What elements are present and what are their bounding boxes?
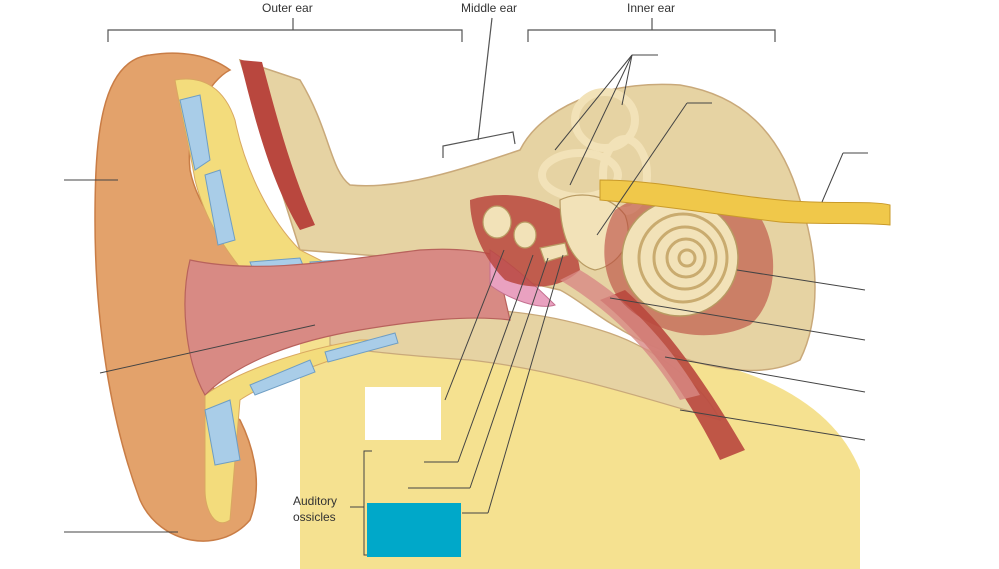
eustachian-tube [560,270,700,400]
cartilage-plate-7 [324,332,399,363]
stapes [539,242,569,263]
inner-ear-bracket [527,18,776,42]
auditory-ossicles-label: Auditory ossicles [293,494,338,524]
highlight-box [367,503,461,557]
malleus [482,205,512,239]
pinna-cartilage-upper [174,78,332,281]
cartilage-plate-5 [204,399,241,466]
cartilage-plate-2 [204,169,236,246]
auditory-canal [184,248,511,396]
cochlea [621,199,739,317]
incus [513,221,537,249]
middle-ear-label: Middle ear [461,1,518,15]
vestibulocochlear-nerve [599,179,891,226]
cartilage-plate-6 [249,359,316,396]
cartilage-plate-1 [179,94,211,171]
upper-muscle [240,60,315,230]
semicircular-canal-1 [571,88,639,152]
leader-lines [64,54,868,556]
outer-ear-bracket [107,18,463,42]
outer-ear-label: Outer ear [262,1,313,15]
middle-ear-bracket [442,17,516,158]
label-mask-1 [365,387,441,440]
inner-ear-label: Inner ear [627,1,676,15]
